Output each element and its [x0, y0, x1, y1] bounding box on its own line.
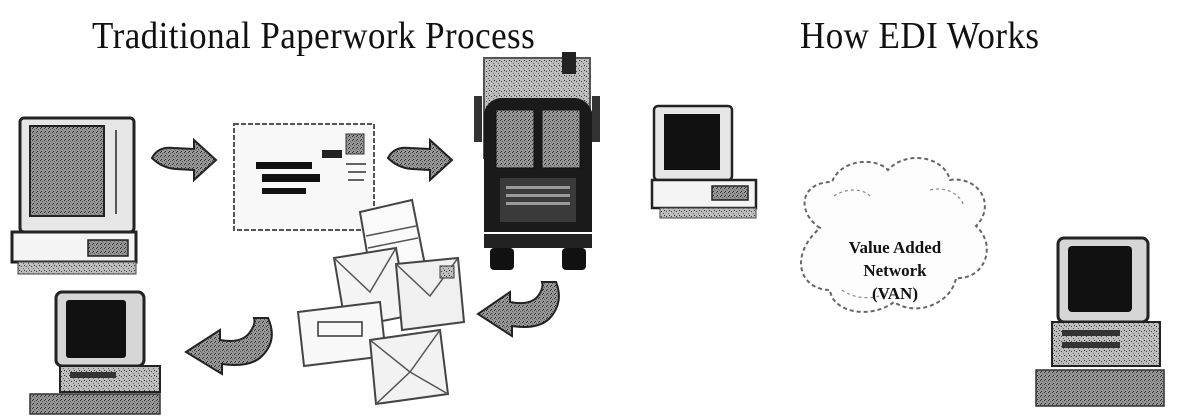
curved-arrow-icon [476, 281, 560, 338]
delivery-truck-icon [474, 52, 600, 270]
desktop-computer-icon [29, 290, 161, 415]
edi-title: How EDI Works [800, 15, 1040, 57]
van-label-line3: (VAN) [872, 284, 918, 303]
curved-arrow-icon [151, 139, 217, 181]
cloud-icon [800, 156, 988, 313]
mail-pile-icon [296, 198, 466, 406]
desktop-computer-icon [1035, 236, 1165, 407]
curved-arrow-icon [387, 139, 453, 181]
traditional-process-title: Traditional Paperwork Process [92, 15, 536, 57]
van-label: Value Added Network (VAN) [825, 236, 965, 305]
desktop-computer-icon [650, 104, 758, 219]
envelope-icon [233, 123, 375, 231]
van-label-line1: Value Added [848, 238, 942, 257]
curved-arrow-icon [184, 317, 273, 376]
desktop-computer-icon [10, 116, 138, 275]
van-label-line2: Network [863, 261, 927, 280]
